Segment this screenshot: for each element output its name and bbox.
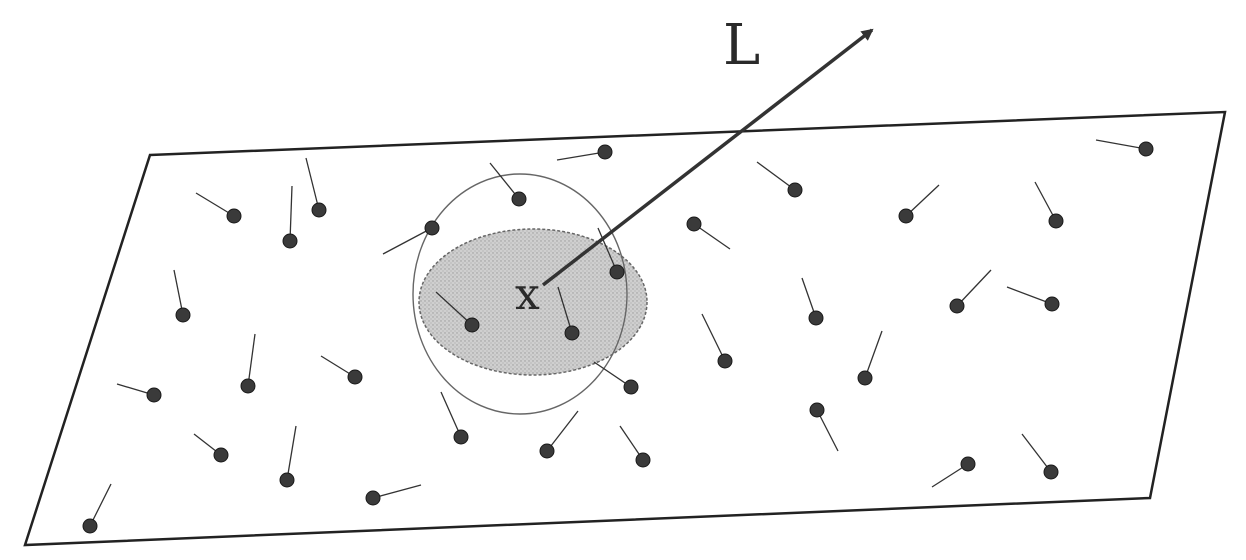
photon-dot — [564, 325, 580, 341]
photon-direction-line — [435, 291, 473, 326]
photon-dot — [635, 452, 651, 468]
photon-dot — [213, 447, 229, 463]
photon-dot — [808, 310, 824, 326]
photon-dot — [347, 369, 363, 385]
photon-direction-line — [382, 227, 433, 255]
direction-vector-arrow — [541, 28, 874, 287]
photon-dot — [686, 216, 702, 232]
photon-dot — [282, 233, 298, 249]
photon-direction-line — [1021, 433, 1052, 473]
photon-dot — [597, 144, 613, 160]
photon-direction-line — [864, 330, 883, 379]
photon-direction-line — [956, 269, 992, 307]
photon-direction-line — [597, 227, 618, 273]
photon-dot — [424, 220, 440, 236]
photon-direction-line — [905, 184, 940, 217]
photon-dot — [1138, 141, 1154, 157]
surface-plane — [23, 110, 1227, 547]
photon-direction-line — [305, 157, 320, 211]
photon-direction-line — [816, 409, 839, 452]
photon-dot — [1043, 464, 1059, 480]
photon-dot — [511, 191, 527, 207]
photon-dot — [857, 370, 873, 386]
photon-direction-line — [489, 162, 520, 200]
photon-dot — [146, 387, 162, 403]
photon-group — [82, 139, 1154, 534]
photon-direction-line — [372, 484, 422, 499]
photon-direction-line — [556, 151, 606, 161]
photon-dot — [898, 208, 914, 224]
photon-dot — [279, 472, 295, 488]
point-label: x — [515, 269, 540, 320]
photon-dot — [539, 443, 555, 459]
photon-direction-line — [1095, 139, 1147, 150]
photon-dot — [240, 378, 256, 394]
vector-label: L — [723, 13, 760, 78]
search-sphere-outline — [412, 173, 628, 415]
photon-direction-line — [557, 286, 573, 334]
photon-direction-line — [286, 425, 297, 481]
photon-dot — [82, 518, 98, 534]
photon-dot — [175, 307, 191, 323]
photon-direction-line — [546, 410, 579, 452]
photon-direction-line — [440, 391, 462, 438]
photon-dot — [464, 317, 480, 333]
photon-dot — [949, 298, 965, 314]
photon-direction-line — [173, 269, 184, 316]
photon-direction-line — [701, 313, 726, 362]
photon-direction-line — [289, 185, 293, 242]
gathering-disc — [418, 228, 648, 376]
photon-dot — [226, 208, 242, 224]
photon-dot — [717, 353, 733, 369]
photon-direction-line — [756, 161, 796, 191]
photon-dot — [453, 429, 469, 445]
photon-dot — [609, 264, 625, 280]
photon-direction-line — [1006, 286, 1053, 305]
photon-dot — [960, 456, 976, 472]
photon-dot — [311, 202, 327, 218]
photon-dot — [623, 379, 639, 395]
photon-dot — [365, 490, 381, 506]
photon-dot — [1048, 213, 1064, 229]
photon-dot — [1044, 296, 1060, 312]
photon-direction-line — [247, 333, 256, 387]
photon-direction-line — [89, 483, 112, 527]
photon-dot — [809, 402, 825, 418]
photon-dot — [787, 182, 803, 198]
